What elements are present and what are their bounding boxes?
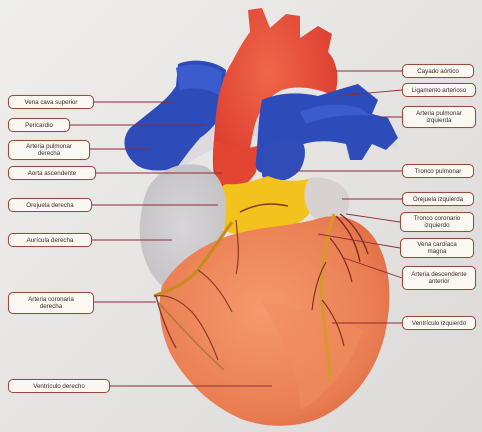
label-arteria-pulmonar-derecha: Arteria pulmonar derecha <box>8 140 90 160</box>
label-ligamento-arterioso: Ligamento arterioso <box>402 83 476 97</box>
label-orejuela-izquierda: Orejuela izquierda <box>402 192 474 206</box>
label-arteria-coronaria-derecha: Arteria coronaria derecha <box>8 292 94 314</box>
label-vena-cardiaca-magna: Vena cardíaca magna <box>400 238 474 258</box>
label-arteria-descendente-anterior: Arteria descendente anterior <box>402 266 476 290</box>
label-tronco-pulmonar: Tronco pulmonar <box>402 164 474 178</box>
label-ventriculo-izquierdo: Ventrículo izquierdo <box>402 316 476 330</box>
label-aorta-ascendente: Aorta ascendente <box>8 166 96 180</box>
label-vena-cava-superior: Vena cava superior <box>8 95 94 109</box>
label-cayado-aortico: Cayado aórtico <box>402 64 474 78</box>
label-orejuela-derecha: Orejuela derecha <box>8 198 92 212</box>
label-auricula-derecha: Aurícula derecha <box>8 233 92 247</box>
label-ventriculo-derecho: Ventrículo derecho <box>8 379 110 393</box>
pulmonary-trunk-shape <box>262 138 305 182</box>
label-pericardio: Pericardio <box>8 118 70 132</box>
label-arteria-pulmonar-izquierda: Arteria pulmonar izquierda <box>402 106 476 128</box>
label-tronco-coronario-izquierdo: Tronco coronario izquierdo <box>400 212 474 232</box>
